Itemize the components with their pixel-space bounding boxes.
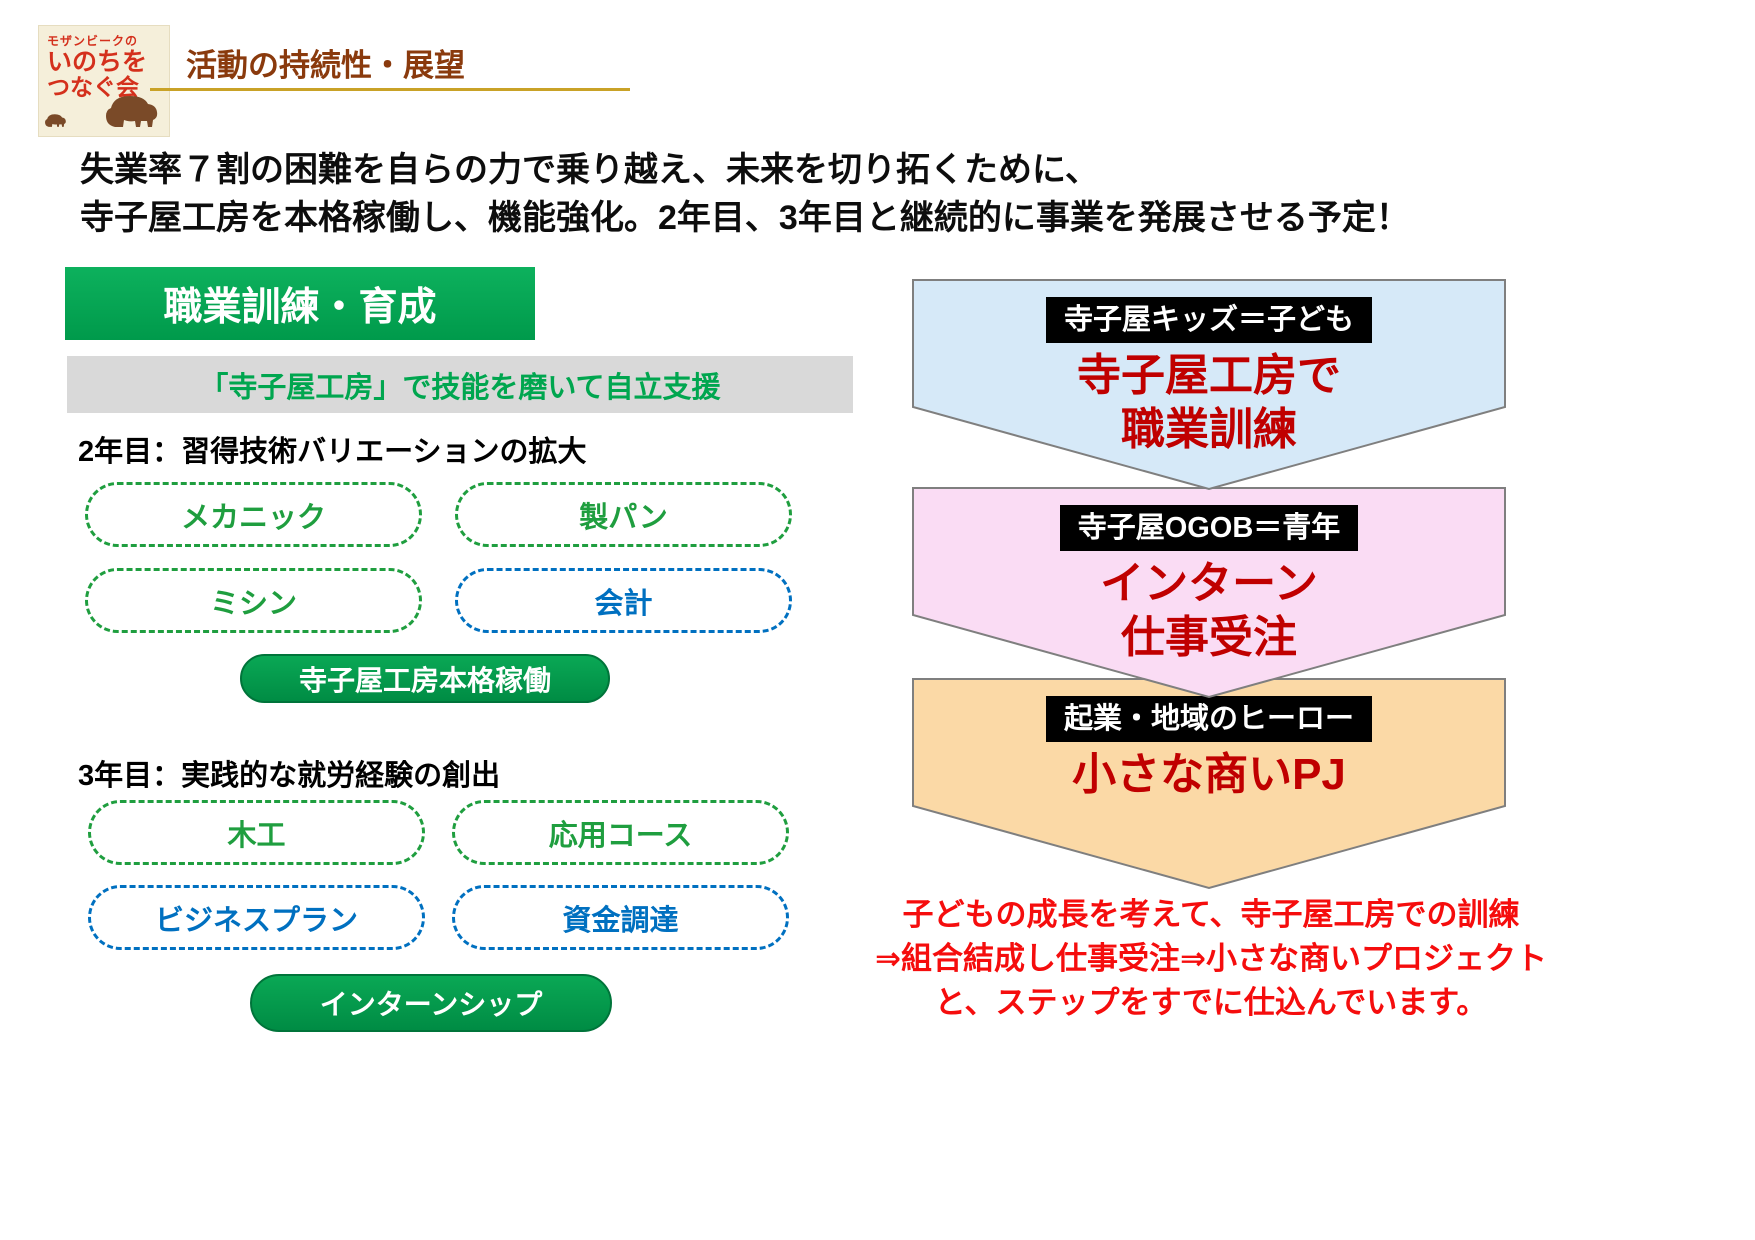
skill-pill-woodwork: 木工	[88, 800, 425, 865]
skill-pill-mechanic: メカニック	[85, 482, 422, 547]
skill-pill-label: ビジネスプラン	[154, 904, 358, 937]
intro-line-1: 失業率７割の困難を自らの力で乗り越え、未来を切り拓くために、	[80, 151, 1099, 189]
skill-pill-label: 木工	[227, 819, 286, 852]
mammoth-icon	[100, 89, 166, 134]
skill-pill-label: ミシン	[209, 587, 297, 620]
logo-text-line2: いのちを	[47, 48, 148, 76]
organization-logo: モザンビークの いのちを つなぐ会	[38, 25, 170, 137]
step-text-line2: 仕事受注	[1121, 612, 1297, 662]
step-text: 寺子屋工房で 職業訓練	[1077, 349, 1341, 456]
title-underline-divider	[150, 88, 630, 91]
step-badge: 寺子屋キッズ＝子ども	[1045, 297, 1372, 344]
subtitle-bar: 「寺子屋工房」で技能を磨いて自立支援	[67, 356, 853, 413]
note-line-2: ⇒組合結成し仕事受注⇒小さな商いプロジェクト	[875, 941, 1547, 977]
skill-pill-business-plan: ビジネスプラン	[88, 885, 425, 950]
growth-steps-diagram: 寺子屋キッズ＝子ども 寺子屋工房で 職業訓練 寺子屋OGOB＝青年 インターン …	[912, 279, 1506, 890]
section-header-vocational-training: 職業訓練・育成	[65, 267, 535, 340]
baby-mammoth-icon	[43, 111, 69, 133]
step-badge: 起業・地域のヒーロー	[1045, 696, 1372, 743]
step-text-line1: 小さな商いPJ	[1072, 750, 1346, 800]
step-chevron-kids: 寺子屋キッズ＝子ども 寺子屋工房で 職業訓練	[912, 279, 1506, 491]
intro-paragraph: 失業率７割の困難を自らの力で乗り越え、未来を切り拓くために、 寺子屋工房を本格稼…	[80, 146, 1410, 243]
step-chevron-entrepreneur: 起業・地域のヒーロー 小さな商いPJ	[912, 678, 1506, 890]
skill-pill-accounting: 会計	[455, 568, 792, 633]
skill-pill-label: 応用コース	[548, 819, 693, 852]
logo-text-line1: モザンビークの	[47, 34, 139, 48]
note-line-1: 子どもの成長を考えて、寺子屋工房での訓練	[902, 897, 1520, 932]
skill-pill-label: 資金調達	[562, 904, 679, 937]
step-text-line1: インターン	[1100, 559, 1318, 609]
skill-pill-baking: 製パン	[455, 482, 792, 547]
year3-result-pill: インターンシップ	[250, 974, 612, 1032]
page-title: 活動の持続性・展望	[186, 48, 465, 83]
skill-pill-fundraising: 資金調達	[452, 885, 789, 950]
intro-line-2: 寺子屋工房を本格稼働し、機能強化。2年目、3年目と継続的に事業を発展させる予定！	[80, 199, 1410, 238]
step-text-line2: 職業訓練	[1121, 404, 1297, 454]
skill-pill-label: メカニック	[180, 501, 326, 534]
steps-note: 子どもの成長を考えて、寺子屋工房での訓練 ⇒組合結成し仕事受注⇒小さな商いプロジ…	[833, 893, 1589, 1025]
skill-pill-sewing: ミシン	[85, 568, 422, 633]
logo-text-line3: つなぐ会	[47, 74, 139, 101]
year3-heading: 3年目：実践的な就労経験の創出	[78, 760, 501, 792]
year2-result-pill: 寺子屋工房本格稼働	[240, 654, 610, 703]
step-chevron-ogob: 寺子屋OGOB＝青年 インターン 仕事受注	[912, 487, 1506, 699]
year2-heading: 2年目：習得技術バリエーションの拡大	[78, 436, 587, 468]
step-text: 小さな商いPJ	[1072, 748, 1346, 802]
step-badge: 寺子屋OGOB＝青年	[1059, 505, 1359, 552]
note-line-3: と、ステップをすでに仕込んでいます。	[934, 985, 1488, 1021]
step-text-line1: 寺子屋工房で	[1077, 351, 1341, 401]
skill-pill-label: 製パン	[579, 501, 668, 534]
skill-pill-label: 会計	[594, 587, 653, 620]
step-text: インターン 仕事受注	[1100, 557, 1318, 664]
skill-pill-advanced-course: 応用コース	[452, 800, 789, 865]
